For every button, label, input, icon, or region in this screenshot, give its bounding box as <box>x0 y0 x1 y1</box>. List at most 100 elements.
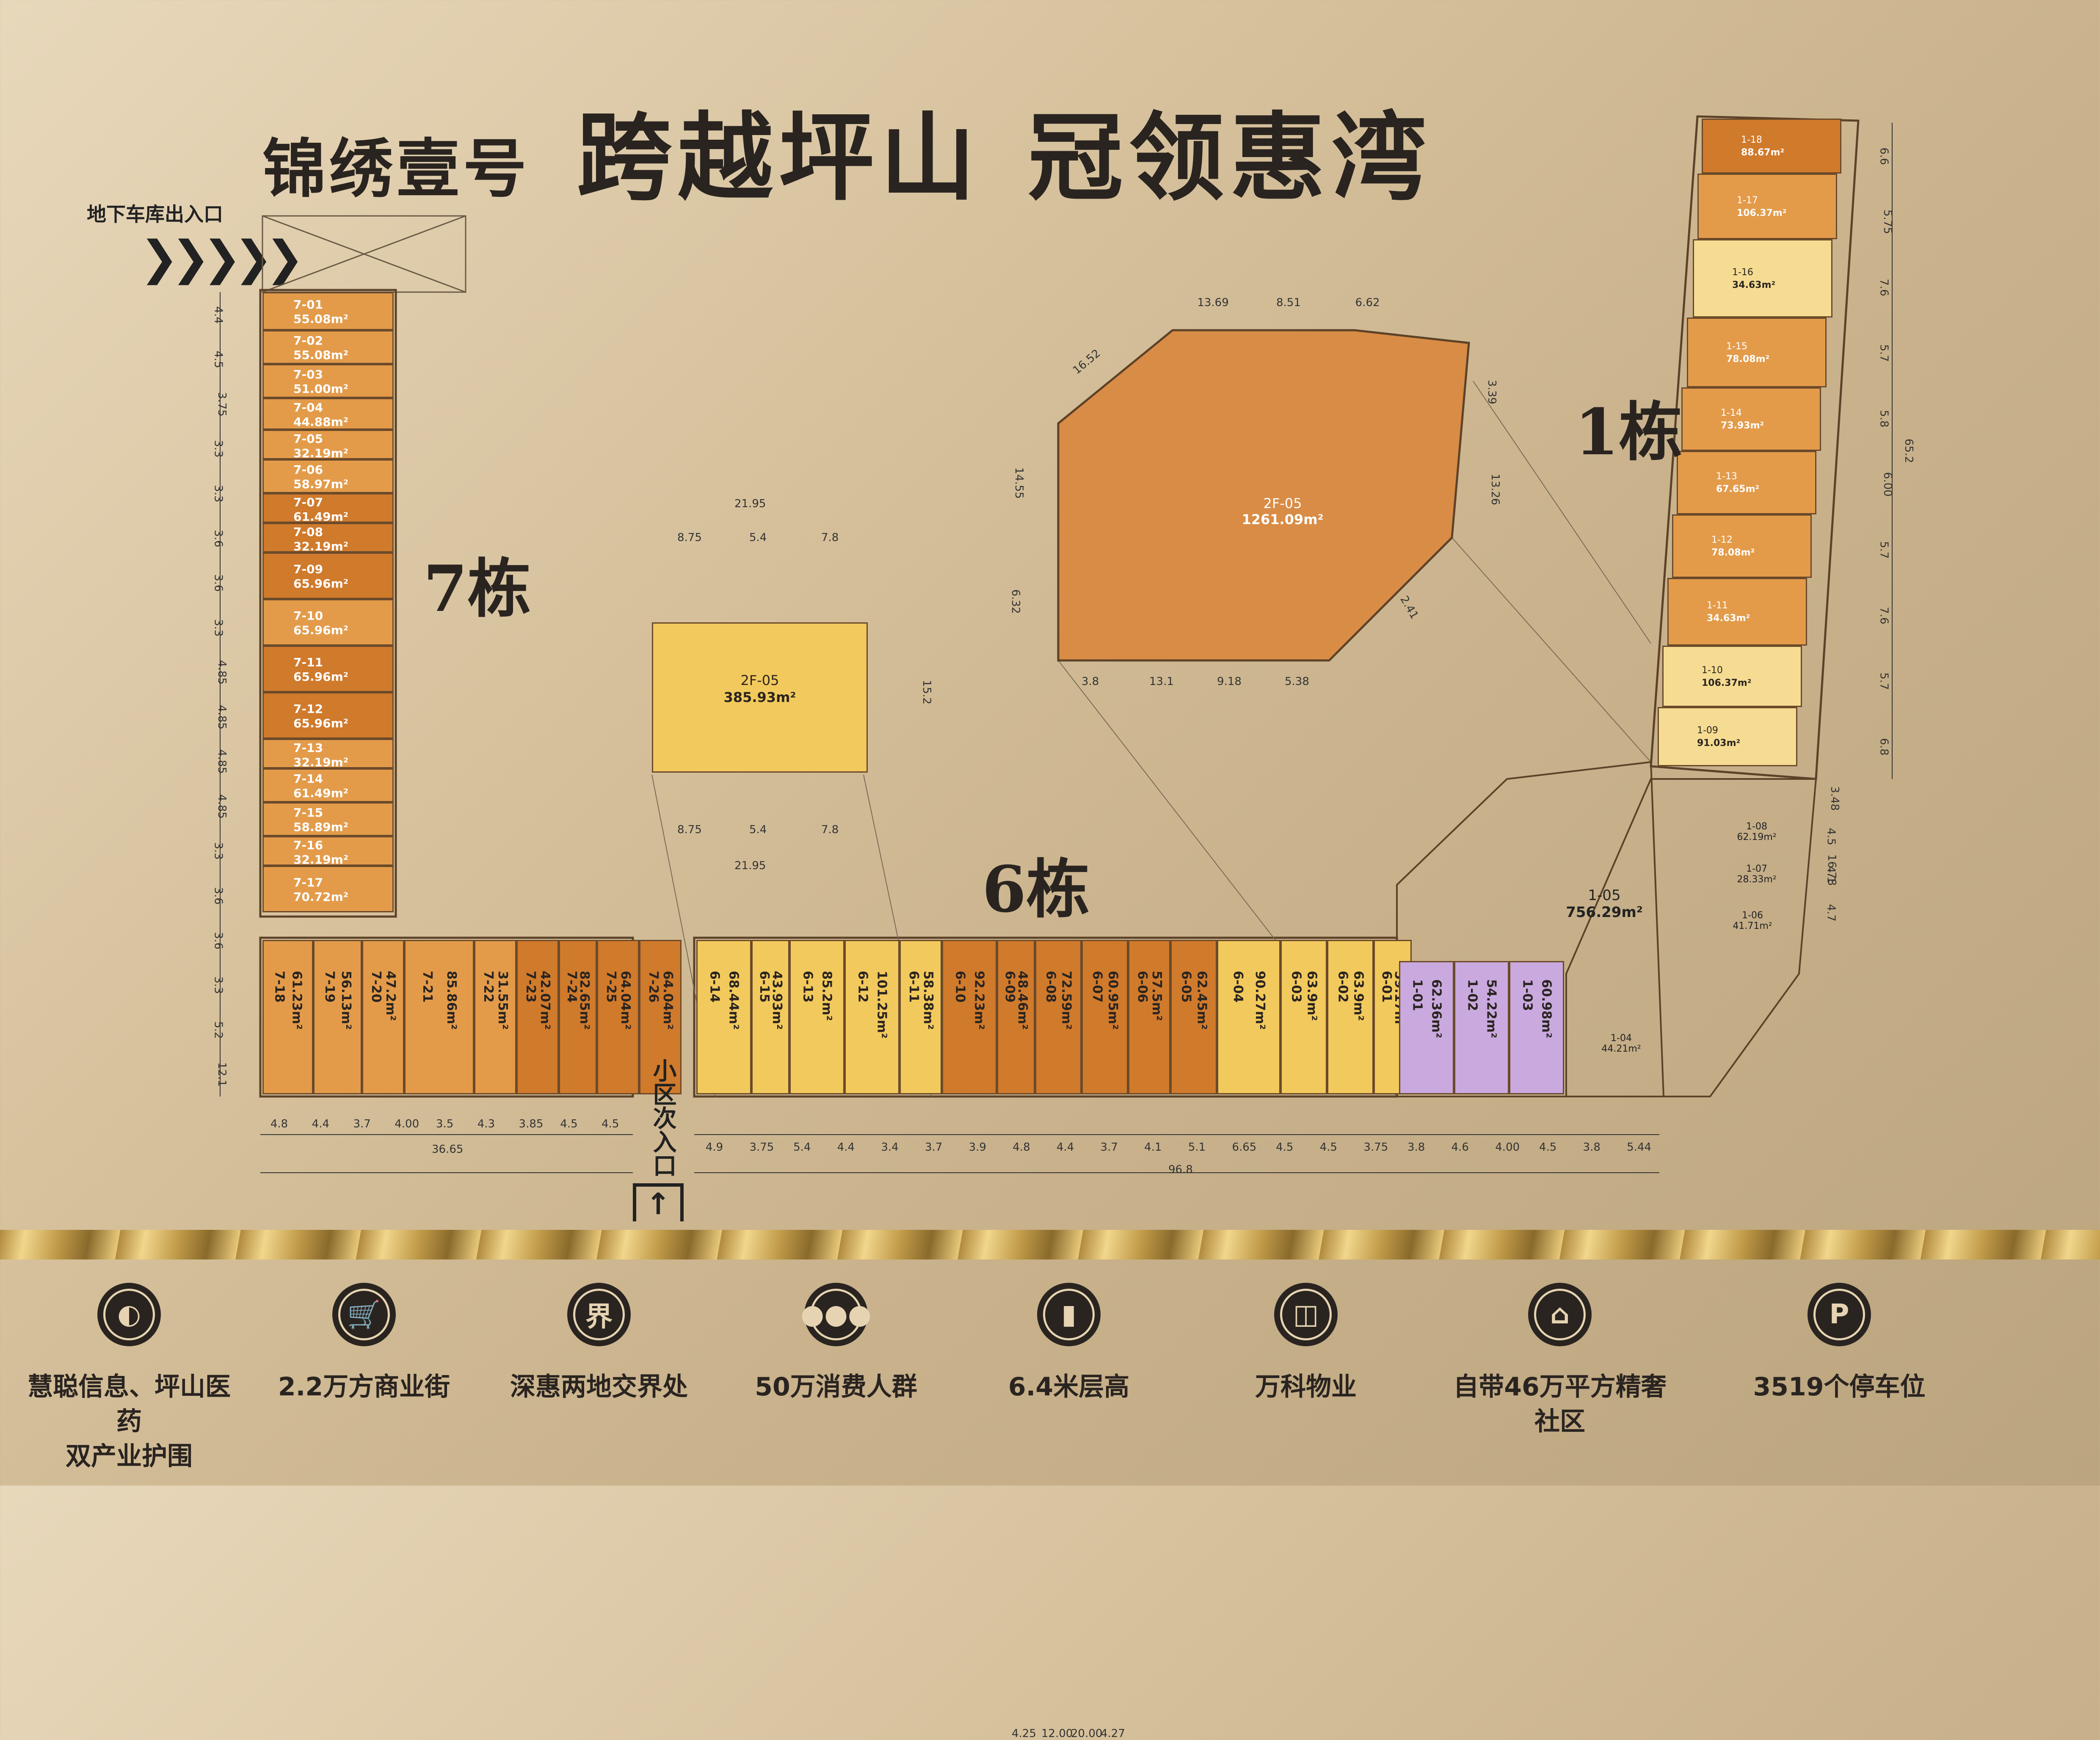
feature-item: ●●●50万消费人群 <box>726 1283 946 1404</box>
unit-code: 1-04 <box>1611 1033 1632 1044</box>
parking-icon: P <box>1807 1283 1871 1346</box>
feature-item: ◐慧聪信息、坪山医药 双产业护围 <box>19 1283 239 1474</box>
unit-1-05[interactable]: 1-05 756.29m² <box>1549 887 1659 921</box>
unit-code: 6-08 <box>1043 971 1058 1003</box>
garage-entrance-label: 地下车库出入口 <box>87 203 223 226</box>
dim-label: 5.7 <box>1877 344 1890 362</box>
chevron-right-icon: ❯❯❯❯❯ <box>140 231 304 285</box>
unit-area: 28.33m² <box>1737 874 1777 885</box>
unit-area: 32.19m² <box>293 853 349 867</box>
unit-area: 47.2m² <box>383 971 398 1021</box>
building-6-label: 6栋 <box>982 852 1090 927</box>
dim-label: 6.6 <box>1877 147 1890 165</box>
unit-area: 57.5m² <box>1149 971 1164 1021</box>
unit-code: 1-16 <box>1732 267 1753 278</box>
slogan-2: 冠领惠湾 <box>1028 102 1433 214</box>
unit-code: 7-24 <box>564 971 579 1003</box>
unit-code: 1-13 <box>1716 471 1737 482</box>
dim-label: 4.5 <box>560 1118 578 1130</box>
secondary-entrance-label: 小区次入口 <box>649 1058 676 1177</box>
dim-label: 3.6 <box>212 574 225 592</box>
unit-code: 6-13 <box>800 971 815 1003</box>
dim-label: 4.8 <box>270 1118 288 1130</box>
unit-area: 60.98m² <box>1539 979 1554 1038</box>
unit-area: 78.08m² <box>1726 354 1770 365</box>
house-icon: ⌂ <box>1528 1283 1592 1346</box>
dim-label: 8.75 <box>677 531 702 544</box>
unit-code: 1-14 <box>1721 408 1742 418</box>
dim-label: 4.1 <box>1144 1141 1162 1154</box>
comet-icon: ◐ <box>97 1283 161 1346</box>
entrance-arrow: ↑ <box>633 1183 684 1221</box>
feature-glyph: ⌂ <box>1534 1289 1586 1340</box>
dim-yellow-top: 21.95 <box>734 497 766 510</box>
dim-label: 3.5 <box>436 1118 454 1130</box>
unit-2f-05-large-label[interactable]: 2F-05 1261.09m² <box>1228 495 1338 528</box>
dim-b1-total: 65.2 <box>1902 439 1915 463</box>
dim-label: 3.6 <box>212 931 225 950</box>
building-7-outline <box>259 289 397 918</box>
dim-label: 4.4 <box>312 1118 330 1130</box>
unit-2f-05-small[interactable]: 2F-05 385.93m² <box>652 622 868 773</box>
dim-label: 4.00 <box>1495 1141 1520 1154</box>
unit-code: 7-18 <box>272 971 287 1003</box>
